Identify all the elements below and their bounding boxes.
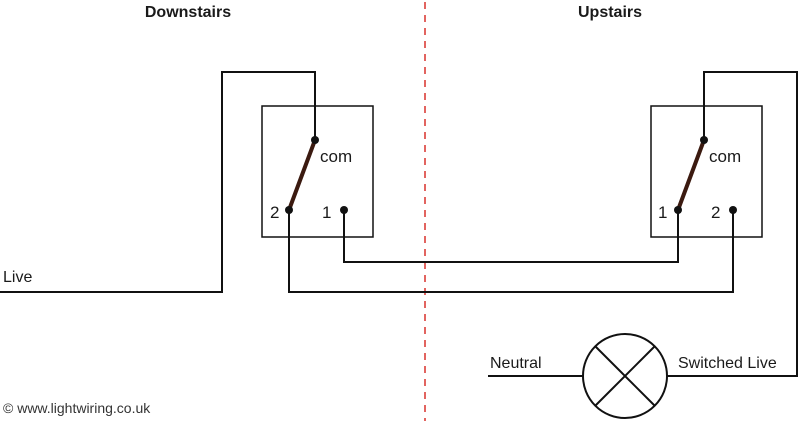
live-label: Live bbox=[3, 269, 32, 286]
switched-live-label: Switched Live bbox=[678, 355, 777, 372]
downstairs-terminal-1-label: 1 bbox=[322, 203, 331, 222]
strapper-wire-2 bbox=[288, 210, 734, 293]
downstairs-switch-lever bbox=[287, 138, 317, 212]
downstairs-com-label: com bbox=[320, 147, 352, 166]
upstairs-terminal-2-label: 2 bbox=[711, 203, 720, 222]
upstairs-switch-lever bbox=[676, 138, 706, 212]
lamp-icon bbox=[582, 333, 668, 419]
upstairs-terminal-2 bbox=[729, 206, 737, 214]
credit-text: © www.lightwiring.co.uk bbox=[3, 400, 151, 416]
neutral-label: Neutral bbox=[490, 355, 542, 372]
upstairs-com-label: com bbox=[709, 147, 741, 166]
downstairs-terminal-2-label: 2 bbox=[270, 203, 279, 222]
downstairs-switch-box bbox=[261, 105, 374, 238]
downstairs-com-terminal bbox=[311, 136, 319, 144]
live-wire bbox=[0, 71, 316, 293]
upstairs-switch-box bbox=[650, 105, 763, 238]
strapper-wire-1 bbox=[343, 210, 679, 263]
switched-live-wire bbox=[667, 71, 798, 377]
upstairs-terminal-1-label: 1 bbox=[658, 203, 667, 222]
upstairs-terminal-1 bbox=[674, 206, 682, 214]
upstairs-title: Upstairs bbox=[578, 4, 642, 21]
downstairs-title: Downstairs bbox=[145, 4, 231, 21]
